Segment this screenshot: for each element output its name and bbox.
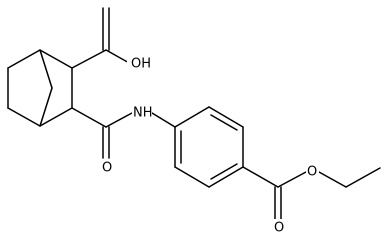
bond <box>39 107 73 127</box>
bond <box>71 107 107 128</box>
ester-carbonyl-oxygen-label: O <box>274 221 284 236</box>
bond <box>318 171 347 188</box>
bridge-bond <box>39 49 53 89</box>
bond-lines <box>7 7 381 220</box>
ester-ether-oxygen-label: O <box>307 165 317 180</box>
hydroxyl-label: OH <box>131 57 151 72</box>
amide-oxygen-label: O <box>102 161 112 176</box>
bond <box>71 49 107 69</box>
bond <box>7 107 41 127</box>
bond <box>277 171 307 188</box>
amide-nh-label: NH <box>133 106 153 121</box>
bond <box>7 49 41 69</box>
aromatic-inner-bond <box>210 163 238 180</box>
bond <box>105 112 133 128</box>
bond <box>151 112 176 128</box>
aromatic-bond <box>174 106 210 128</box>
aromatic-inner-bond <box>210 114 238 131</box>
aromatic-bond <box>208 106 244 128</box>
aromatic-bond <box>174 166 210 188</box>
bond <box>39 49 73 69</box>
aromatic-bond <box>208 166 244 188</box>
bridge-bond <box>39 87 53 127</box>
bond <box>345 167 381 188</box>
bond <box>242 166 279 188</box>
bond <box>105 49 132 65</box>
atom-labels: OH NH O O O <box>100 55 319 237</box>
